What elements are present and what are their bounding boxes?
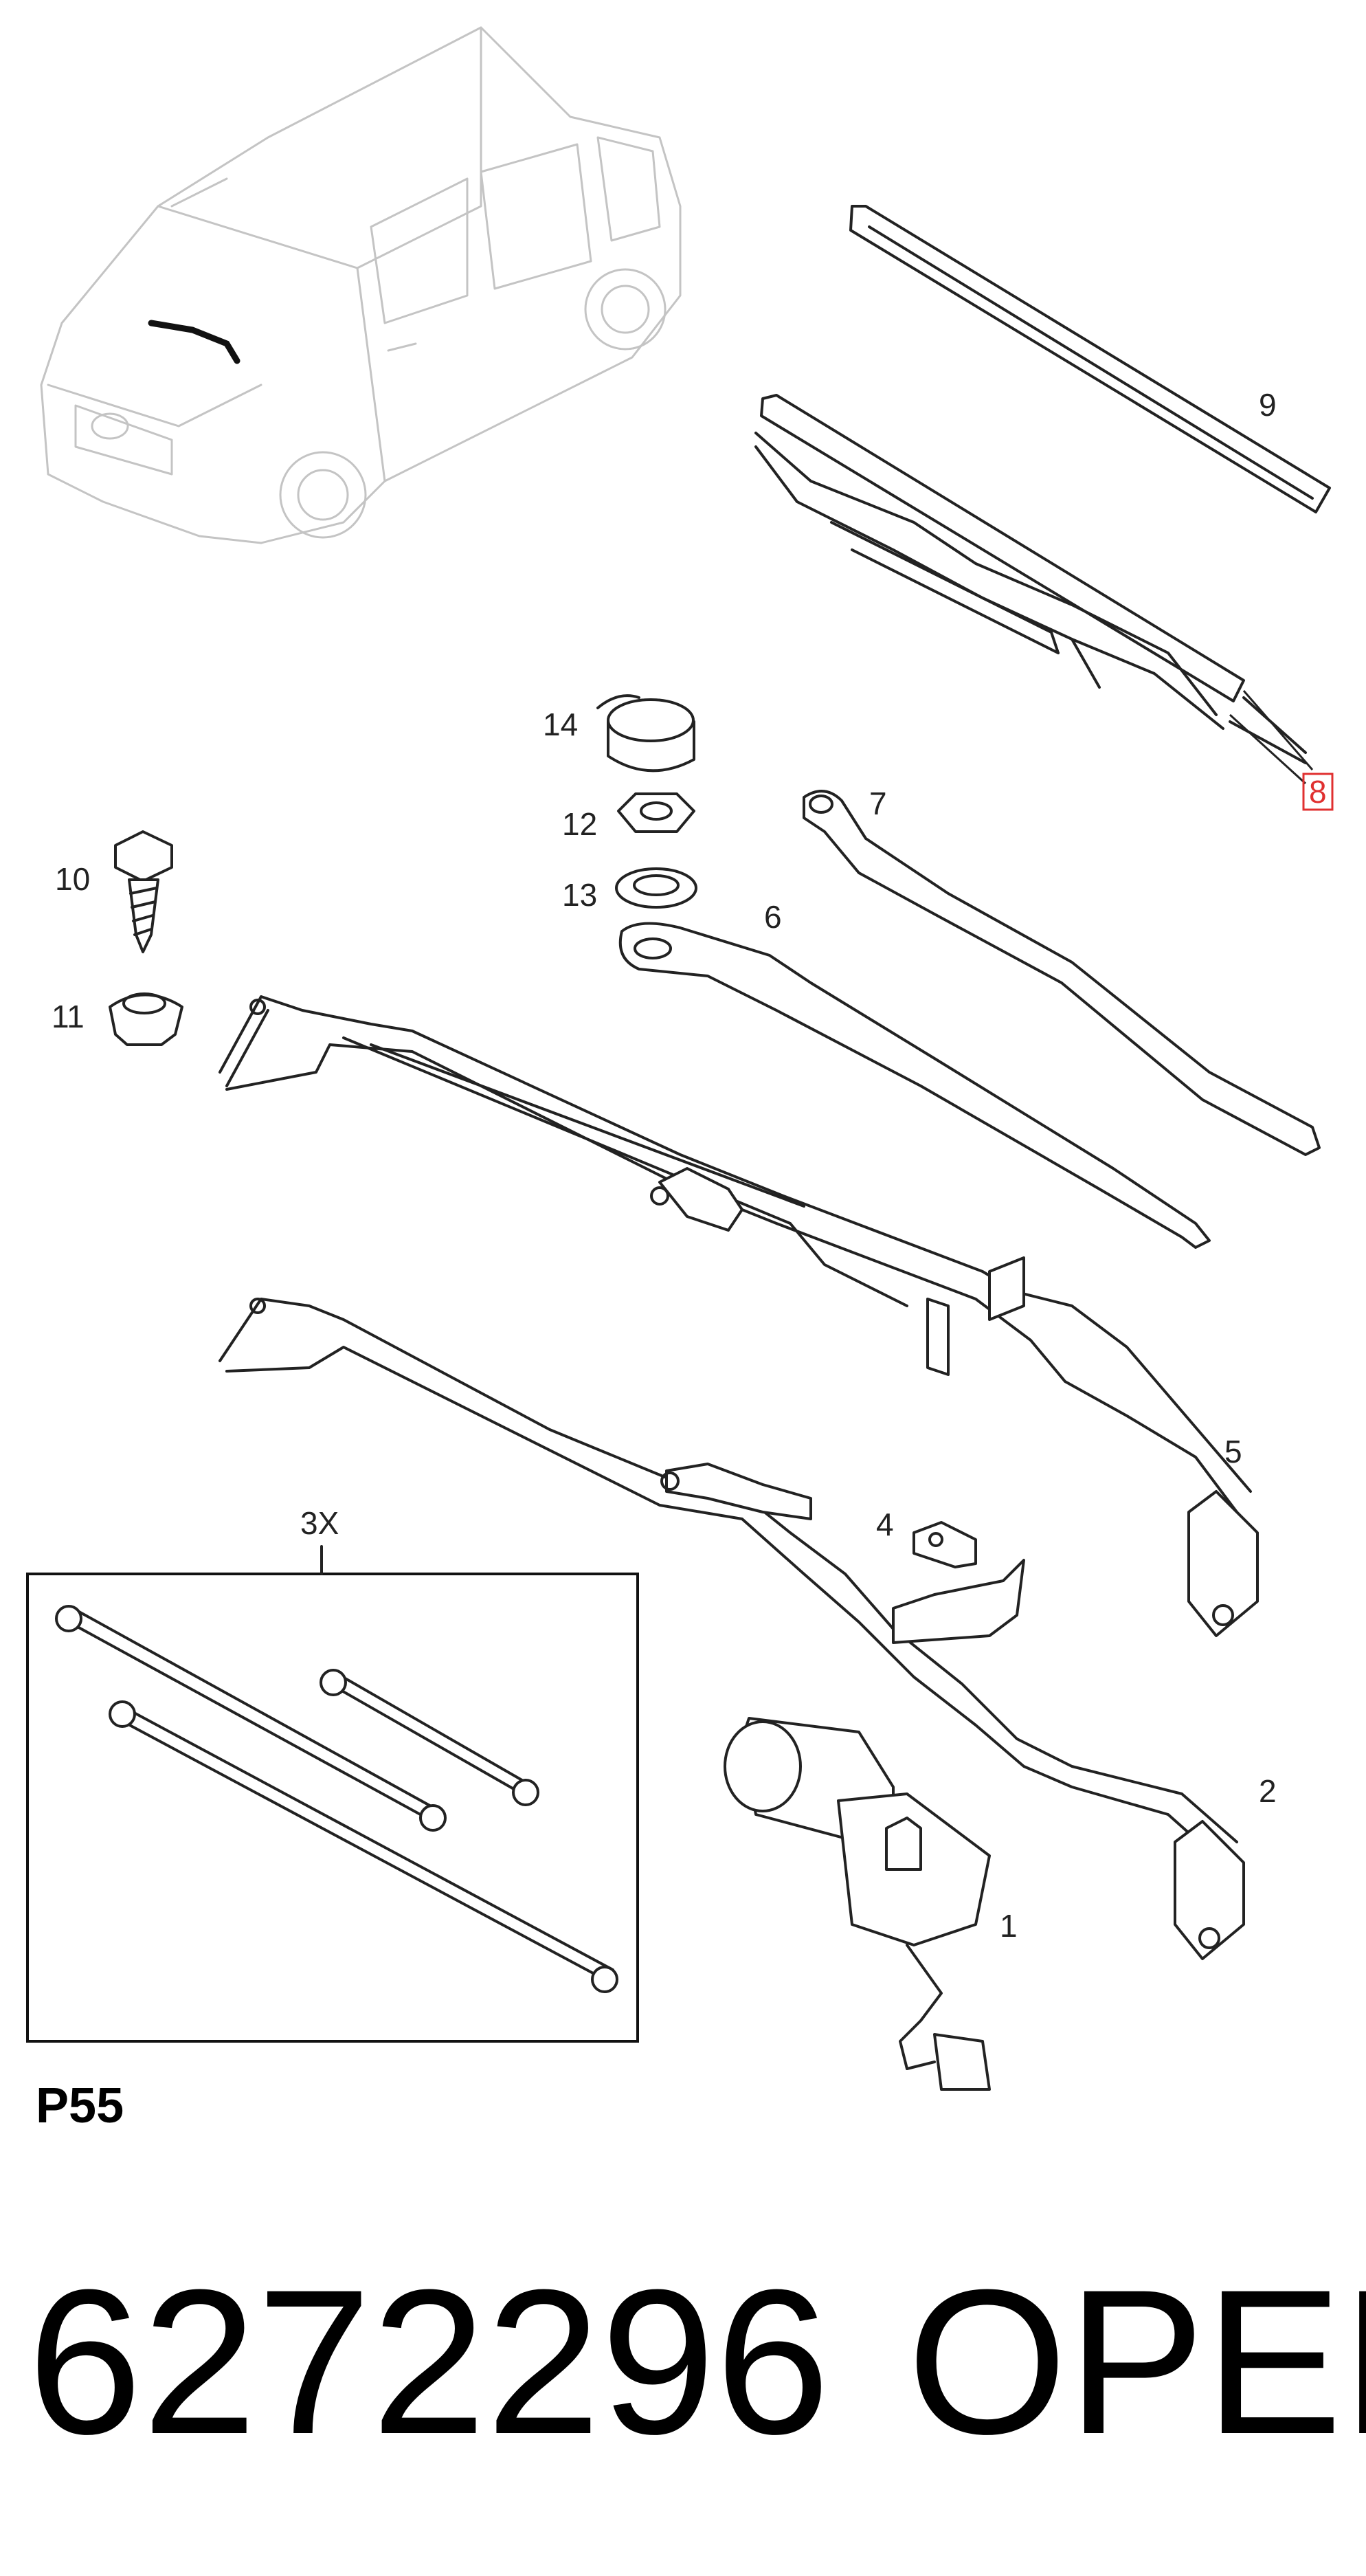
- callout-13: 13: [562, 877, 597, 913]
- wiper-blade-rubber: [849, 205, 1331, 513]
- callout-6: 6: [764, 899, 782, 935]
- brand-name: OPEL: [907, 2246, 1366, 2477]
- clip-nut: [109, 992, 183, 1046]
- callout-10: 10: [55, 861, 90, 897]
- wiper-linkage-upper: [219, 995, 1259, 1637]
- callout-9: 9: [1259, 387, 1277, 423]
- leader-line-8: [1229, 690, 1314, 785]
- lock-washer: [615, 867, 697, 909]
- callout-2: 2: [1259, 1773, 1277, 1809]
- callout-12: 12: [562, 806, 597, 842]
- wiper-arm-left: [803, 790, 1321, 1156]
- hex-nut: [617, 792, 695, 833]
- callout-4: 4: [876, 1507, 894, 1542]
- callout-8-box: [1302, 773, 1334, 811]
- callout-5: 5: [1224, 1434, 1242, 1469]
- nut-cap: [596, 694, 695, 773]
- mounting-bracket: [912, 1521, 977, 1568]
- wiper-motor: [724, 1717, 991, 2091]
- callout-3x: 3X: [300, 1505, 339, 1541]
- callout-11: 11: [52, 999, 85, 1034]
- rod-set-box: [26, 1545, 639, 2043]
- part-number: 6272296: [27, 2246, 830, 2477]
- wiper-arm-right: [618, 922, 1211, 1249]
- callout-14: 14: [543, 707, 578, 742]
- diagram-code: P55: [36, 2078, 124, 2133]
- hex-screw: [114, 830, 173, 953]
- vehicle-outline: [40, 26, 682, 544]
- wiper-blade-assembly: [754, 394, 1307, 764]
- wiper-linkage-lower: [219, 1298, 1245, 1960]
- callout-7: 7: [869, 786, 887, 821]
- callout-8: 8: [1309, 774, 1327, 810]
- callout-1: 1: [1000, 1908, 1018, 1944]
